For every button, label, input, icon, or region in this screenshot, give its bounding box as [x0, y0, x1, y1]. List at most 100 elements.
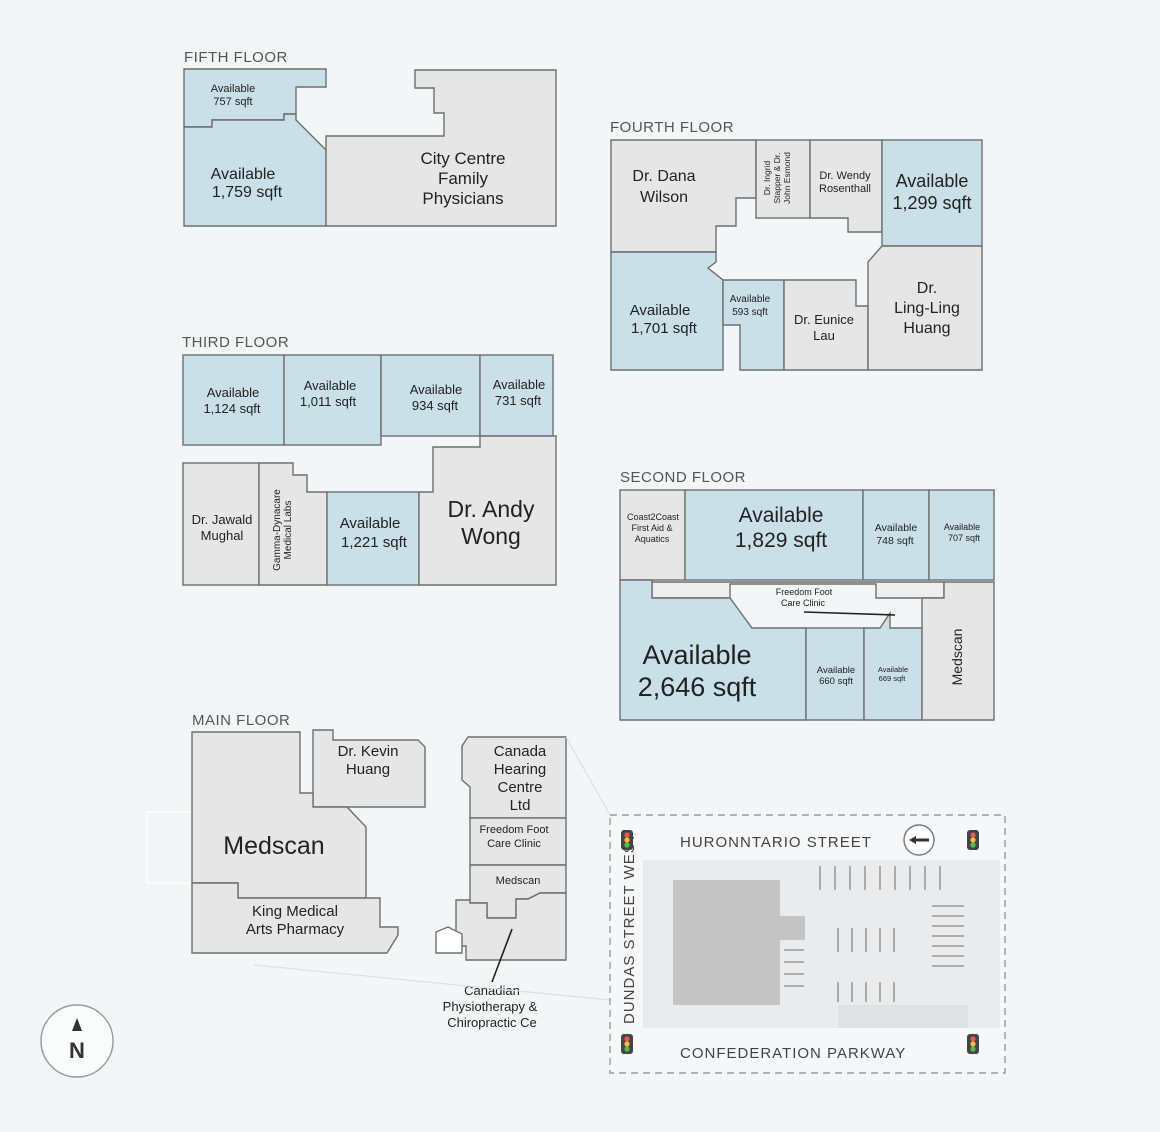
fourth-floor-title: FOURTH FLOOR [610, 119, 734, 136]
site-lot-strip [838, 1005, 968, 1028]
fourth-huang-line2: Ling-Ling [894, 300, 960, 317]
traffic-light-icon [621, 1034, 633, 1054]
second-669-line1: Available [878, 665, 908, 674]
fifth-unit-city-centre[interactable] [325, 69, 557, 227]
second-floor-title: SECOND FLOOR [620, 469, 746, 486]
second-freedom-line2: Care Clinic [781, 598, 826, 608]
main-unit-physio[interactable] [455, 892, 567, 961]
fourth-huang-line1: Dr. [917, 280, 937, 297]
fifth-757-line1: Available [211, 83, 255, 95]
fourth-lau-line1: Dr. Eunice [794, 312, 854, 327]
north-street-label: HURONNTARIO STREET [680, 834, 872, 851]
main-medscan-small-label: Medscan [496, 875, 541, 887]
site-plan: HURONNTARIO STREET CONFEDERATION PARKWAY… [609, 814, 1006, 1074]
third-unit-731[interactable] [479, 354, 554, 437]
fifth-floor-title: FIFTH FLOOR [184, 49, 288, 66]
fourth-1701-line2: 1,701 sqft [631, 320, 698, 337]
second-unit-660[interactable] [805, 627, 865, 721]
third-unit-1011[interactable] [283, 354, 382, 446]
south-street-label: CONFEDERATION PARKWAY [680, 1045, 906, 1062]
direction-arrow-icon [903, 824, 935, 856]
second-unit-669[interactable] [863, 610, 923, 721]
second-748-line1: Available [875, 522, 918, 534]
fourth-unit-huang[interactable] [867, 245, 983, 371]
main-physio-line3: Chiropractic Ce [447, 1015, 537, 1030]
second-freedom-leader-line [803, 611, 896, 616]
third-gamma-line1: Gamma-Dynacare [272, 489, 283, 571]
fourth-unit-1701[interactable] [610, 251, 724, 371]
main-kevin-line1: Dr. Kevin [338, 743, 399, 760]
fourth-stapper-line3: John Esmond [782, 152, 792, 204]
third-1011-line2: 1,011 sqft [300, 394, 357, 409]
fourth-1299-line1: Available [896, 171, 969, 191]
second-unit-coast2coast[interactable] [619, 489, 686, 581]
west-street-label: DUNDAS STREET WEST [621, 832, 638, 1024]
second-1829-line2: 1,829 sqft [735, 529, 827, 552]
second-coast-line2: First Aid & [631, 523, 672, 533]
fifth-1759-line1: Available [211, 166, 276, 183]
fourth-huang-line3: Huang [903, 320, 950, 337]
third-mughal-line1: Dr. Jawald [192, 512, 253, 527]
second-2646-line2: 2,646 sqft [638, 672, 757, 702]
main-hearing-line1: Canada [494, 743, 547, 760]
fourth-1701-line1: Available [630, 302, 691, 319]
fifth-unit-757[interactable] [183, 68, 327, 128]
third-unit-1124[interactable] [182, 354, 285, 446]
third-mughal-line2: Mughal [201, 528, 244, 543]
main-entrance-outline [146, 811, 193, 884]
third-1011-line1: Available [304, 378, 357, 393]
third-934-line2: 934 sqft [412, 398, 459, 413]
second-1829-line1: Available [739, 504, 824, 527]
traffic-light-icon [621, 830, 633, 850]
main-unit-freedom-foot[interactable] [469, 817, 567, 866]
fourth-stapper-line2: Stapper & Dr. [772, 152, 782, 203]
second-coast-line3: Aquatics [635, 534, 670, 544]
third-731-line2: 731 sqft [495, 393, 542, 408]
main-unit-canada-hearing[interactable] [461, 736, 567, 819]
second-707-line1: Available [944, 522, 980, 532]
third-unit-1221[interactable] [326, 491, 420, 586]
main-pharmacy-line1: King Medical [252, 903, 338, 920]
fourth-unit-1299[interactable] [881, 139, 983, 247]
site-building[interactable] [673, 880, 805, 1005]
third-unit-wong[interactable] [418, 435, 557, 586]
fourth-lau-line2: Lau [813, 328, 835, 343]
main-freedom-line1: Freedom Foot [479, 824, 548, 836]
fifth-city-line1: City Centre [420, 149, 505, 168]
third-731-line1: Available [493, 377, 546, 392]
fourth-rosenthall-line2: Rosenthall [819, 183, 871, 195]
fourth-593-line2: 593 sqft [732, 307, 768, 318]
third-unit-gamma[interactable] [258, 462, 328, 586]
second-floor: SECOND FLOOR Coast2Coast First Aid & Aqu… [619, 469, 995, 721]
fifth-city-line2: Family [438, 169, 489, 188]
fifth-757-line2: 757 sqft [213, 96, 252, 108]
compass-label: N [69, 1038, 85, 1063]
second-unit-2646[interactable] [619, 579, 807, 721]
main-physio-leader-line [491, 928, 513, 983]
third-unit-934[interactable] [380, 354, 481, 437]
second-unit-707[interactable] [928, 489, 995, 581]
third-floor-title: THIRD FLOOR [182, 334, 289, 351]
third-wong-line2: Wong [461, 523, 521, 549]
main-medscan-label: Medscan [223, 832, 324, 860]
second-660-line2: 660 sqft [819, 676, 853, 687]
main-kevin-line2: Huang [346, 761, 390, 778]
fifth-floor: FIFTH FLOOR Available 757 sqft Available… [183, 49, 557, 227]
third-wong-line1: Dr. Andy [448, 496, 535, 522]
fourth-wilson-line1: Dr. Dana [632, 168, 695, 185]
third-1124-line1: Available [207, 385, 260, 400]
third-floor: THIRD FLOOR Available 1,124 sqft Availab… [182, 334, 557, 586]
main-hearing-line3: Centre [497, 779, 542, 796]
second-unit-748[interactable] [862, 489, 930, 581]
fourth-593-line1: Available [730, 294, 771, 305]
fifth-unit-1759[interactable] [183, 113, 327, 227]
second-660-line1: Available [817, 665, 855, 676]
main-floor: MAIN FLOOR Dr. Kevin Huang Medscan King … [146, 712, 567, 1030]
main-unit-pharmacy[interactable] [191, 882, 399, 954]
main-floor-title: MAIN FLOOR [192, 712, 290, 729]
second-unit-medscan[interactable] [921, 581, 995, 721]
main-hearing-line4: Ltd [510, 797, 531, 814]
traffic-light-icon [967, 830, 979, 850]
second-medscan-label: Medscan [949, 629, 965, 686]
